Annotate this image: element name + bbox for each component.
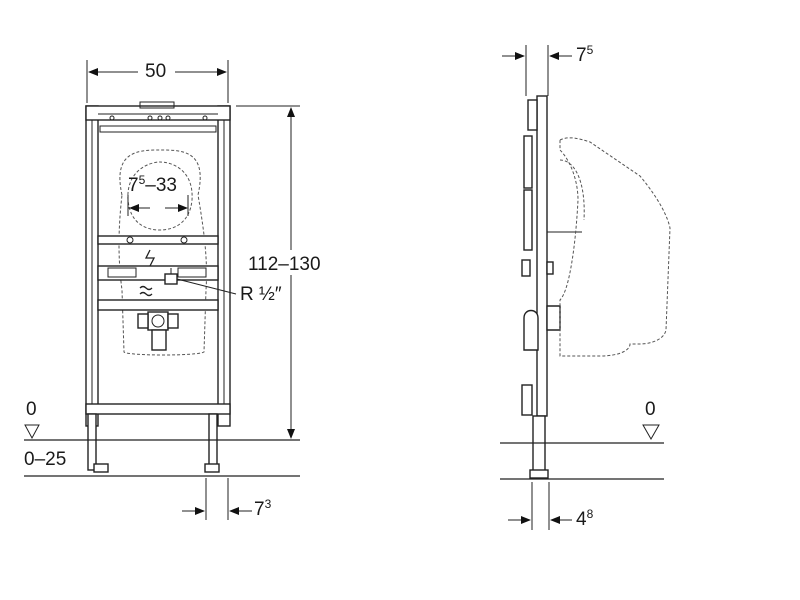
foot-offset-dimension [182,478,252,520]
side-foot-dimension [508,482,572,530]
urinal-outline [118,149,208,356]
depth-label: 75 [576,43,594,66]
foot-offset-label: 73 [254,497,272,520]
thread-label: R ½″ [240,284,282,305]
mounting-rails [97,235,219,311]
spacing-label: 75–33 [128,173,177,196]
floor-lines [24,424,300,477]
side-floor-level-label: 0 [645,399,656,420]
urinal-side-outline [559,137,671,357]
height-label: 112–130 [248,254,321,275]
width-label: 50 [145,61,167,82]
side-view [500,45,671,530]
electrical-symbol [144,249,156,267]
width-dimension [86,60,229,103]
depth-dimension [502,45,572,96]
floor-range-label: 0–25 [24,449,67,470]
side-floor-line [500,424,664,480]
frame-feet [87,413,220,473]
mounting-frame [85,101,231,427]
spacing-dimension [127,195,189,216]
floor-level-label: 0 [26,399,37,420]
frame-side-profile [521,95,582,479]
front-view [24,60,300,520]
drain-fitting [137,311,179,351]
side-foot-label: 48 [576,507,594,530]
water-supply-symbol [139,268,237,297]
